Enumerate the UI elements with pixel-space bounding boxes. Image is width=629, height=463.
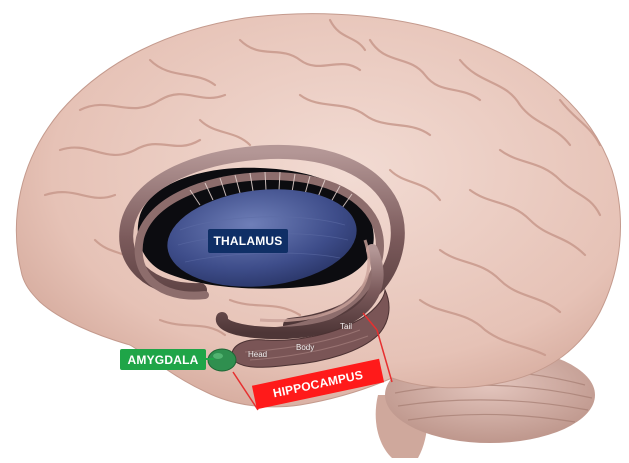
hippocampus-head-label: Head [248,350,267,359]
thalamus-label: THALAMUS [208,229,288,253]
hippocampus-tail-label: Tail [340,322,352,331]
hippocampus-body-label: Body [296,343,314,352]
amygdala-label: AMYGDALA [120,349,206,370]
